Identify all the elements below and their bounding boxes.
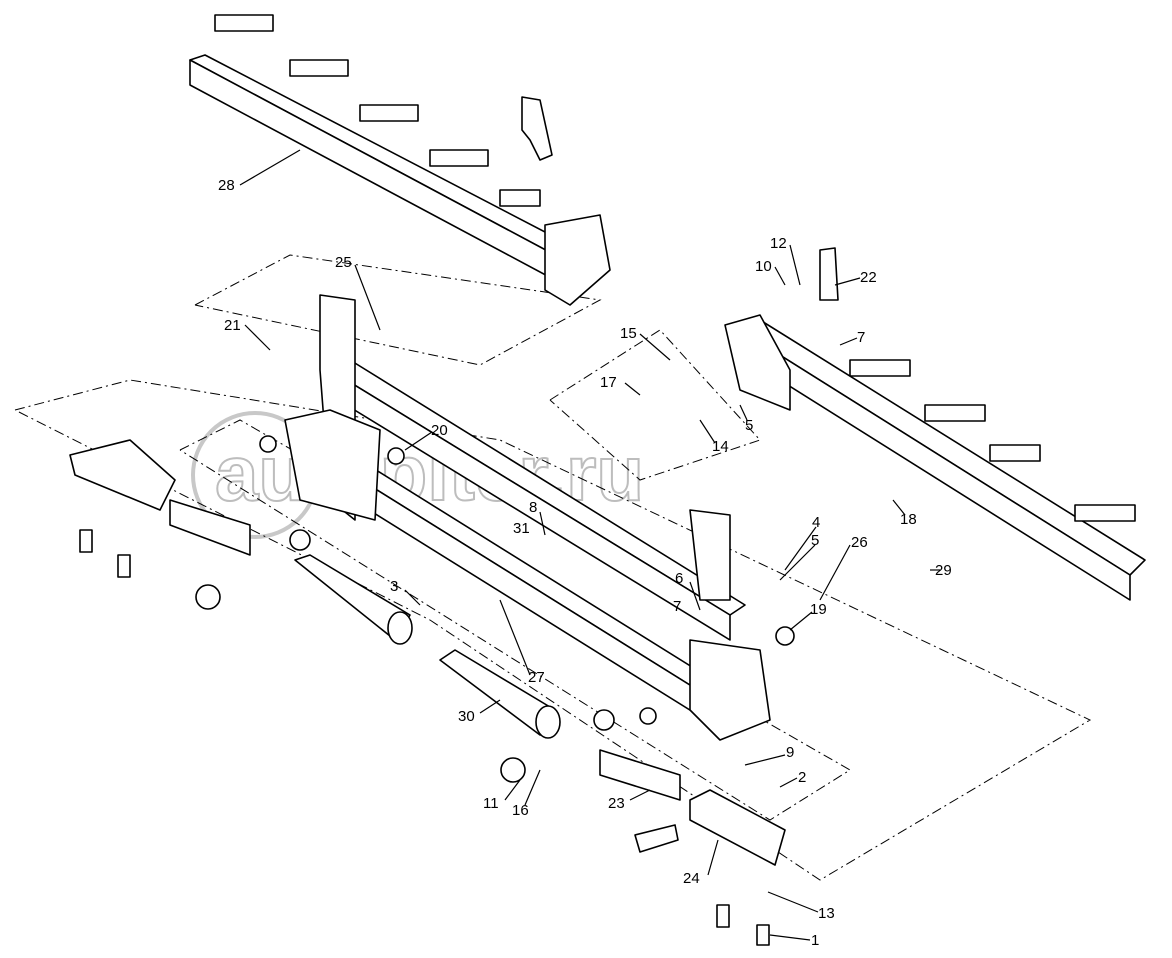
callout-21: 21 <box>224 317 241 334</box>
callout-16: 16 <box>512 802 529 819</box>
beam-29 <box>724 247 1146 601</box>
callout-2: 2 <box>798 769 806 786</box>
callout-31: 31 <box>513 520 530 537</box>
callout-26: 26 <box>851 534 868 551</box>
callout-25: 25 <box>335 254 352 271</box>
callout-6: 6 <box>675 570 683 587</box>
callout-18: 18 <box>900 511 917 528</box>
callout-5: 5 <box>745 417 753 434</box>
callout-28: 28 <box>218 177 235 194</box>
callout-15: 15 <box>620 325 637 342</box>
callout-9: 9 <box>786 744 794 761</box>
beam-28 <box>189 14 611 306</box>
group-outline-lower <box>179 419 851 821</box>
callout-11: 11 <box>483 795 499 812</box>
skid-24 <box>599 749 786 866</box>
cylinder-upper <box>294 554 413 645</box>
callout-8: 8 <box>529 499 537 516</box>
callout-labels: 28 25 21 12 10 22 15 17 7 5 14 20 18 29 … <box>218 177 952 949</box>
callout-3: 3 <box>390 578 398 595</box>
group-outline-main <box>14 379 1092 881</box>
callout-7: 7 <box>857 329 865 346</box>
frame-27 <box>284 294 771 741</box>
skid-left <box>69 439 251 556</box>
callout-24: 24 <box>683 870 700 887</box>
callout-20: 20 <box>431 422 448 439</box>
callout-4: 4 <box>812 514 820 531</box>
callout-12: 12 <box>770 235 787 252</box>
leader-lines <box>239 149 940 941</box>
cylinder-30 <box>439 649 561 739</box>
group-outline-right <box>549 329 761 481</box>
callout-29: 29 <box>935 562 952 579</box>
callout-5b: 5 <box>811 532 819 549</box>
callout-10: 10 <box>755 258 772 275</box>
bolts <box>79 435 795 946</box>
callout-27: 27 <box>528 669 545 686</box>
callout-13: 13 <box>818 905 835 922</box>
callout-7b: 7 <box>673 598 681 615</box>
callout-1: 1 <box>811 932 819 949</box>
callout-30: 30 <box>458 708 475 725</box>
callout-22: 22 <box>860 269 877 286</box>
callout-23: 23 <box>608 795 625 812</box>
callout-14: 14 <box>712 438 729 455</box>
callout-19: 19 <box>810 601 827 618</box>
callout-17: 17 <box>600 374 617 391</box>
group-outline-top <box>194 254 602 366</box>
